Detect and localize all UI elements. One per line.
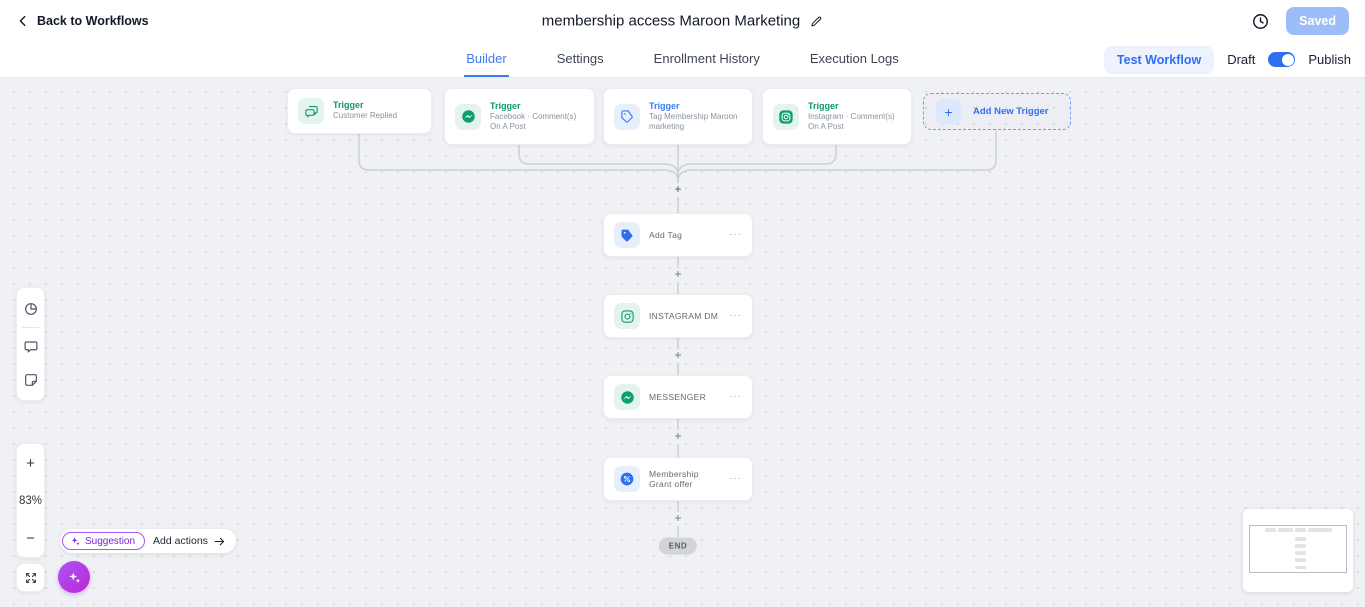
fullscreen-icon (24, 571, 38, 585)
notes-button[interactable] (16, 363, 45, 396)
publish-label: Publish (1308, 52, 1351, 67)
minimap[interactable] (1243, 509, 1353, 592)
toggle-knob (1282, 54, 1294, 66)
chevron-left-icon (16, 14, 30, 28)
messenger-icon (455, 104, 481, 130)
minimap-node (1295, 537, 1306, 541)
trigger-label: Trigger (808, 101, 901, 111)
more-options-icon[interactable]: ··· (729, 475, 742, 483)
add-step-button[interactable]: + (671, 512, 685, 526)
add-step-button[interactable]: + (671, 183, 685, 197)
offer-badge-icon (614, 466, 640, 492)
suggestion-bar[interactable]: Suggestion Add actions (60, 529, 236, 553)
fullscreen-button[interactable] (16, 563, 45, 592)
tab-settings[interactable]: Settings (555, 42, 606, 77)
test-workflow-button[interactable]: Test Workflow (1104, 46, 1214, 74)
add-step-button[interactable]: + (671, 349, 685, 363)
trigger-node-facebook-comments[interactable]: Trigger Facebook · Comment(s) On A Post (444, 88, 595, 145)
minimap-node (1278, 528, 1293, 532)
tab-execution-logs[interactable]: Execution Logs (808, 42, 901, 77)
node-label: Membership Grant offer (649, 469, 720, 489)
trigger-label: Trigger (649, 101, 742, 111)
tag-icon (614, 222, 640, 248)
pie-chart-icon (23, 301, 39, 317)
panel-divider (22, 327, 39, 328)
suggestion-pill[interactable]: Suggestion (62, 532, 145, 550)
analytics-button[interactable] (16, 292, 45, 325)
zoom-level: 83% (19, 482, 42, 519)
ai-assistant-button[interactable] (58, 561, 90, 593)
chat-bubble-icon (23, 339, 39, 355)
minimap-node (1295, 528, 1306, 532)
magic-sparkles-icon (67, 570, 82, 585)
canvas-tools-panel (16, 287, 45, 401)
trigger-description: Customer Replied (333, 111, 397, 122)
chat-bubbles-icon (298, 98, 324, 124)
add-actions-button[interactable]: Add actions (153, 535, 226, 548)
more-options-icon[interactable]: ··· (729, 312, 742, 320)
add-actions-label: Add actions (153, 535, 208, 547)
app-header: Back to Workflows membership access Maro… (0, 0, 1365, 42)
action-node-instagram-dm[interactable]: INSTAGRAM DM ··· (603, 294, 753, 338)
note-icon (23, 372, 39, 388)
node-label: INSTAGRAM DM (649, 311, 720, 321)
zoom-panel: + 83% − (16, 443, 45, 558)
draft-label: Draft (1227, 52, 1255, 67)
publish-toggle[interactable] (1268, 52, 1295, 67)
tag-icon (614, 104, 640, 130)
back-to-workflows-button[interactable]: Back to Workflows (16, 14, 149, 28)
comments-button[interactable] (16, 330, 45, 363)
minimap-node (1308, 528, 1332, 532)
connector-edges (0, 78, 1365, 607)
saved-button[interactable]: Saved (1286, 7, 1349, 35)
trigger-label: Trigger (490, 101, 584, 111)
add-step-button[interactable]: + (671, 268, 685, 282)
trigger-label: Trigger (333, 100, 397, 110)
trigger-description: Instagram · Comment(s) On A Post (808, 112, 901, 133)
more-options-icon[interactable]: ··· (729, 393, 742, 401)
more-options-icon[interactable]: ··· (729, 231, 742, 239)
edit-pencil-icon[interactable] (809, 14, 823, 28)
zoom-in-button[interactable]: + (16, 444, 45, 482)
arrow-right-icon (213, 535, 226, 548)
sparkle-icon (70, 536, 81, 547)
minimap-node (1295, 558, 1306, 562)
tab-enrollment-history[interactable]: Enrollment History (652, 42, 762, 77)
zoom-out-button[interactable]: − (16, 519, 45, 557)
instagram-icon (773, 104, 799, 130)
minimap-node (1295, 566, 1306, 569)
back-label: Back to Workflows (37, 14, 149, 28)
workflow-title: membership access Maroon Marketing (542, 13, 800, 30)
minimap-node (1265, 528, 1276, 532)
add-new-trigger-button[interactable]: + Add New Trigger (923, 93, 1071, 130)
minimap-node (1295, 551, 1306, 555)
action-node-messenger[interactable]: MESSENGER ··· (603, 375, 753, 419)
node-label: Add Tag (649, 230, 720, 240)
plus-icon: + (936, 99, 961, 124)
add-step-button[interactable]: + (671, 430, 685, 444)
trigger-node-instagram-comments[interactable]: Trigger Instagram · Comment(s) On A Post (762, 88, 912, 145)
trigger-node-tag-membership[interactable]: Trigger Tag Membership Maroon marketing (603, 88, 753, 145)
node-label: MESSENGER (649, 392, 720, 402)
trigger-description: Facebook · Comment(s) On A Post (490, 112, 584, 133)
version-history-button[interactable] (1251, 12, 1270, 31)
tab-builder[interactable]: Builder (464, 42, 508, 77)
trigger-description: Tag Membership Maroon marketing (649, 112, 742, 133)
suggestion-label: Suggestion (85, 536, 135, 547)
tabs: Builder Settings Enrollment History Exec… (464, 42, 901, 77)
end-node: END (659, 538, 697, 555)
action-node-membership-grant-offer[interactable]: Membership Grant offer ··· (603, 457, 753, 501)
action-node-add-tag[interactable]: Add Tag ··· (603, 213, 753, 257)
workflow-tabbar: Builder Settings Enrollment History Exec… (0, 42, 1365, 78)
messenger-icon (614, 384, 640, 410)
clock-history-icon (1251, 12, 1270, 31)
trigger-node-customer-replied[interactable]: Trigger Customer Replied (287, 88, 432, 134)
minimap-node (1295, 544, 1306, 548)
workflow-canvas[interactable]: Trigger Customer Replied Trigger Faceboo… (0, 78, 1365, 607)
instagram-icon (614, 303, 640, 329)
add-new-trigger-label: Add New Trigger (973, 106, 1048, 117)
